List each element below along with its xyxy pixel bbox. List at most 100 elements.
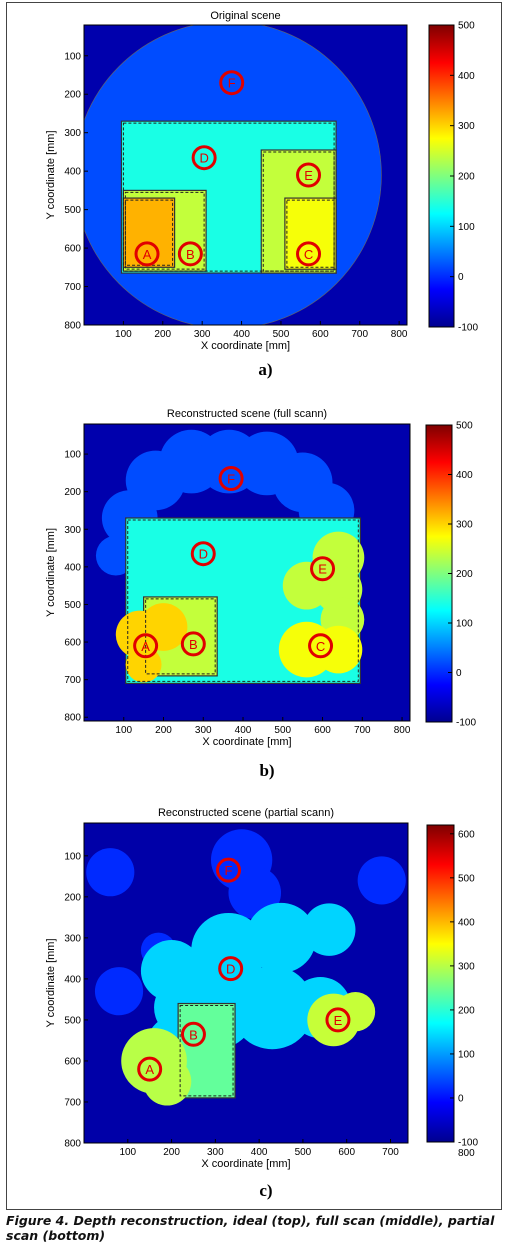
figure-caption: Figure 4. Depth reconstruction, ideal (t… [6, 1213, 495, 1243]
chart-title: Reconstructed scene (partial scann) [158, 807, 334, 819]
x-tick-label: 400 [251, 1147, 268, 1158]
y-tick-label: 800 [64, 713, 81, 724]
marker-label: D [199, 547, 208, 562]
y-tick-label: 100 [64, 450, 81, 461]
marker-d: D [190, 541, 216, 567]
marker-label: A [143, 247, 152, 262]
marker-label: B [186, 247, 195, 262]
x-tick-label: 400 [233, 329, 250, 340]
marker-ring [310, 556, 336, 582]
subfigure-label: c) [259, 1181, 272, 1200]
x-tick-label: 500 [295, 1147, 312, 1158]
marker-label: E [318, 562, 327, 577]
y-tick-label: 300 [64, 933, 81, 944]
chart-title: Reconstructed scene (full scann) [167, 408, 327, 420]
marker-label: F [228, 76, 236, 91]
blob-3 [282, 561, 331, 610]
blob-3 [302, 903, 356, 956]
marker-label: B [189, 1027, 198, 1042]
bounding-box-b [124, 191, 205, 270]
marker-label: C [316, 639, 325, 654]
colorbar-tick-label: 600 [458, 829, 475, 840]
x-tick-label: 100 [115, 329, 132, 340]
marker-label: C [304, 247, 313, 262]
marker-ring [133, 633, 159, 659]
colorbar-tick-label: -100 [458, 1138, 478, 1149]
marker-label: D [199, 151, 208, 166]
x-tick-label: 800 [394, 725, 411, 736]
colorbar-tick-label: 0 [458, 1093, 464, 1104]
marker-b: B [180, 631, 206, 657]
x-tick-label: 600 [338, 1147, 355, 1158]
colorbar-tick-label: 200 [458, 1005, 475, 1016]
y-tick-label: 800 [64, 321, 81, 332]
y-tick-label: 300 [64, 128, 81, 139]
y-tick-label: 100 [64, 851, 81, 862]
colorbar-bottom-label: 800 [458, 1148, 475, 1159]
colorbar-tick-label: 100 [458, 222, 475, 233]
marker-ring [296, 162, 322, 188]
marker-f: F [218, 466, 244, 492]
x-axis-label: X coordinate [mm] [201, 1158, 290, 1170]
marker-ring [219, 70, 245, 96]
x-tick-label: 200 [154, 329, 171, 340]
y-tick-label: 600 [64, 638, 81, 649]
x-tick-label: 600 [314, 725, 331, 736]
region-0 [95, 429, 359, 576]
y-tick-label: 800 [64, 1139, 81, 1150]
plot-area: F D E A B C [84, 25, 407, 325]
marker-a: A [137, 1056, 163, 1082]
x-tick-label: 400 [235, 725, 252, 736]
x-axis-label: X coordinate [mm] [202, 736, 291, 748]
colorbar-tick-label: 400 [458, 71, 475, 82]
y-tick-label: 500 [64, 1015, 81, 1026]
y-tick-label: 500 [64, 600, 81, 611]
chart-title: Original scene [210, 10, 280, 22]
marker-ring [296, 241, 322, 267]
blob-5 [230, 966, 314, 1050]
x-tick-label: 100 [119, 1147, 136, 1158]
marker-ring [190, 541, 216, 567]
marker-d: D [218, 956, 244, 982]
x-axis-label: X coordinate [mm] [201, 340, 290, 352]
y-tick-label: 100 [64, 51, 81, 62]
marker-label: E [304, 168, 313, 183]
subfigure-label: b) [259, 761, 274, 780]
marker-label: F [225, 863, 233, 878]
x-tick-label: 300 [194, 329, 211, 340]
marker-e: E [296, 162, 322, 188]
blob-1 [143, 1057, 192, 1106]
y-tick-label: 700 [64, 675, 81, 686]
colorbar-tick-label: 500 [456, 421, 473, 432]
marker-ring [137, 1056, 163, 1082]
marker-e: E [325, 1007, 351, 1033]
marker-c: C [296, 241, 322, 267]
x-tick-label: 200 [155, 725, 172, 736]
x-tick-label: 700 [351, 329, 368, 340]
marker-ring [134, 241, 160, 267]
y-tick-label: 700 [64, 1097, 81, 1108]
colorbar-tick-label: -100 [456, 718, 476, 729]
x-tick-label: 700 [354, 725, 371, 736]
marker-f: F [219, 70, 245, 96]
y-tick-label: 600 [64, 244, 81, 255]
marker-ring [180, 631, 206, 657]
plot-frame [83, 822, 409, 1144]
colorbar-tick-label: 400 [456, 470, 473, 481]
colorbar-tick-label: 300 [458, 961, 475, 972]
marker-label: A [145, 1062, 154, 1077]
marker-ring [218, 956, 244, 982]
plot-frame [83, 24, 408, 326]
colorbar-tick-label: 300 [456, 520, 473, 531]
colorbar-tick-label: 100 [456, 619, 473, 630]
y-tick-label: 200 [64, 487, 81, 498]
marker-ring [191, 145, 217, 171]
colorbar-tick-label: 0 [456, 668, 462, 679]
